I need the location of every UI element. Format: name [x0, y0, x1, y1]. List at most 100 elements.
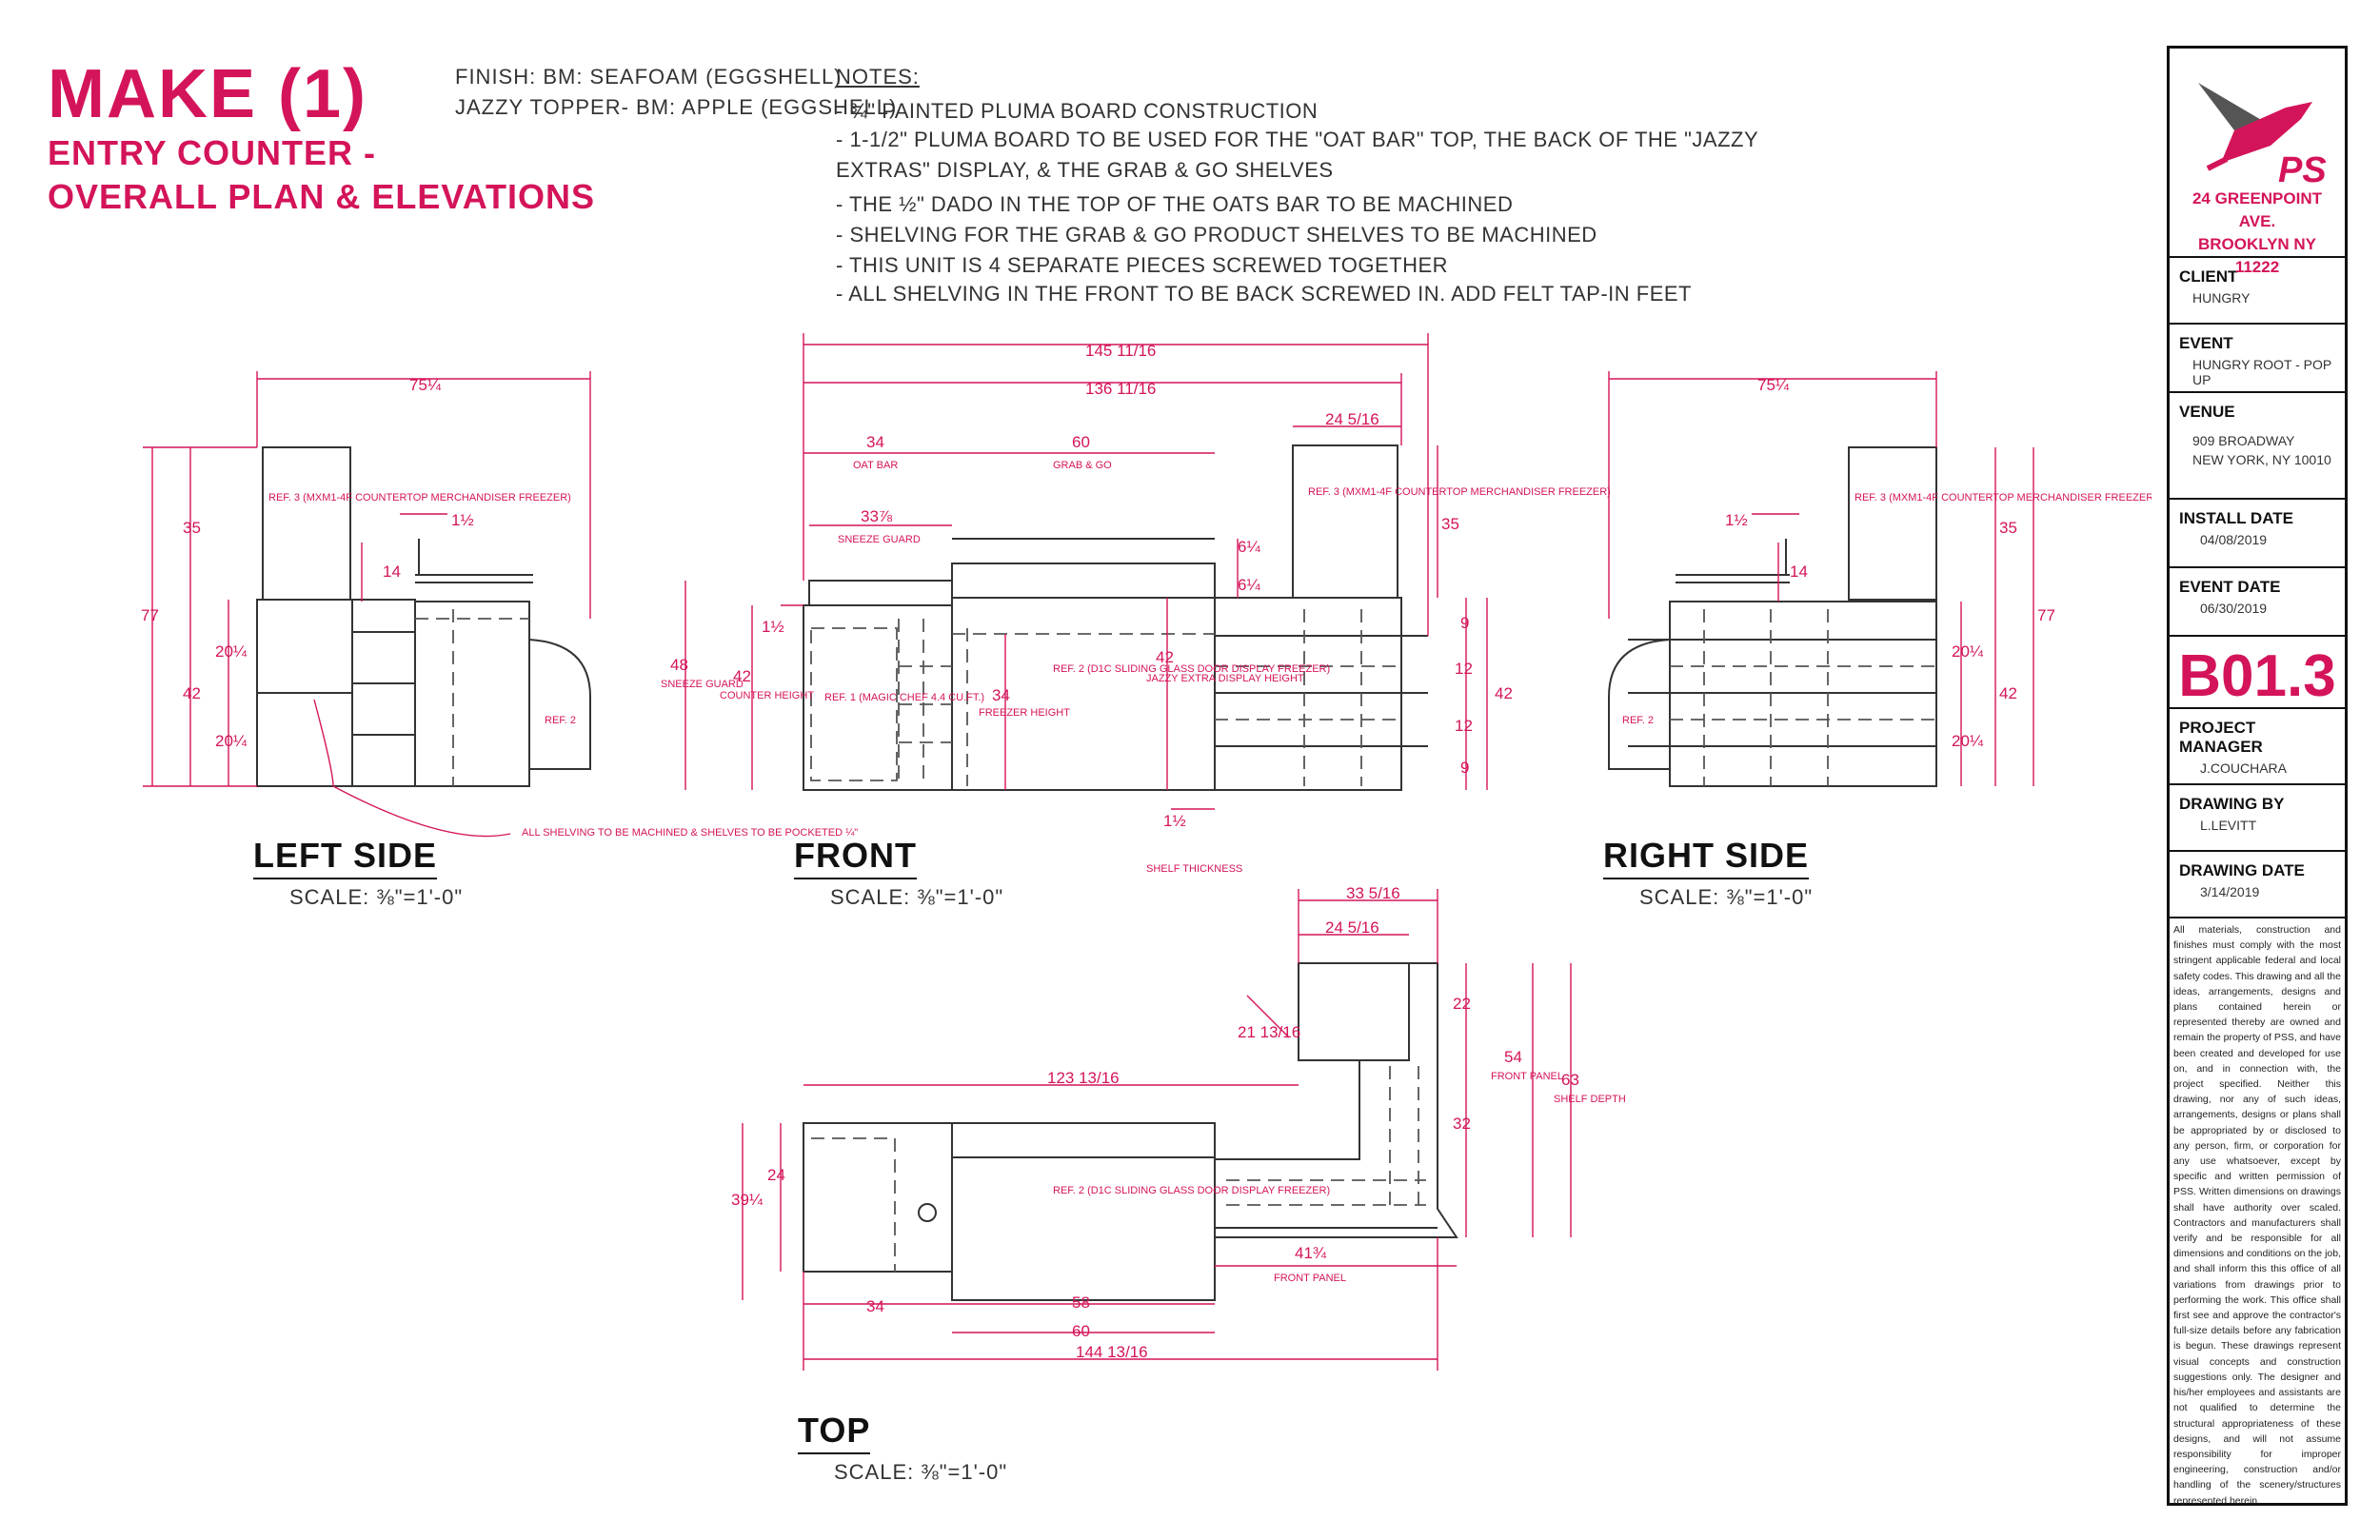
dim-front-35: 35 — [1441, 515, 1459, 533]
dim-left-35: 35 — [183, 519, 201, 537]
shelf-depth-label: SHELF DEPTH — [1554, 1094, 1626, 1105]
event-date-value: 06/30/2019 — [2200, 601, 2268, 616]
technical-drawing: .obj { fill:none; stroke:#333; stroke-wi… — [141, 333, 2152, 1371]
event-date-heading: EVENT DATE — [2179, 578, 2281, 596]
install-date-section: INSTALL DATE 04/08/2019 — [2170, 500, 2345, 568]
install-date-heading: INSTALL DATE — [2179, 509, 2293, 527]
sneeze-guard-label: SNEEZE GUARD — [838, 534, 921, 545]
left-side-elevation — [256, 446, 591, 838]
top-plan — [803, 962, 1458, 1301]
svg-text:PS: PS — [2278, 150, 2327, 188]
drawing-date-value: 3/14/2019 — [2200, 884, 2260, 899]
dim-top-58: 58 — [1072, 1293, 1090, 1312]
dim-front-6b: 6¼ — [1238, 576, 1260, 594]
dim-front-42j: 42 — [1156, 648, 1174, 666]
dim-right-14: 14 — [1790, 563, 1808, 581]
dim-front-136: 136 11/16 — [1085, 380, 1156, 398]
freezer-height-label: FREEZER HEIGHT — [979, 707, 1070, 719]
drawing-subtitle-2: OVERALL PLAN & ELEVATIONS — [48, 177, 596, 216]
front-elevation — [803, 444, 1428, 791]
client-heading: CLIENT — [2179, 267, 2238, 286]
shelf-thickness-label: SHELF THICKNESS — [1146, 863, 1242, 875]
bird-logo-icon: PS — [2198, 83, 2327, 188]
install-date-value: 04/08/2019 — [2200, 532, 2268, 547]
venue-section: VENUE 909 BROADWAY NEW YORK, NY 10010 — [2170, 393, 2345, 500]
dim-front-12b: 12 — [1455, 717, 1473, 735]
counter-height-label: COUNTER HEIGHT — [720, 690, 814, 701]
dim-left-20a: 20¼ — [215, 642, 248, 661]
ref2-left: REF. 2 — [545, 715, 576, 726]
dim-top-39: 39¼ — [731, 1191, 764, 1209]
scale-top: SCALE: ⅜"=1'-0" — [834, 1460, 1008, 1484]
freezer-outline-right — [1848, 446, 1937, 601]
oat-bar-top — [803, 1122, 953, 1273]
disclaimer-text: All materials, construction and finishes… — [2173, 924, 2341, 1507]
dim-top-22: 22 — [1453, 995, 1471, 1013]
dim-top-21: 21 13/16 — [1238, 1023, 1300, 1041]
drawing-number: B01.3 — [2170, 637, 2345, 709]
event-value: HUNGRY ROOT - POP UP — [2192, 357, 2331, 387]
dim-top-63: 63 — [1561, 1071, 1579, 1089]
note-item: - ALL SHELVING IN THE FRONT TO BE BACK S… — [836, 282, 1692, 306]
jazzy-extra-label: JAZZY EXTRA DISPLAY HEIGHT — [1146, 673, 1304, 684]
scale-left-side: SCALE: ⅜"=1'-0" — [289, 885, 464, 909]
address-line-2: BROOKLYN NY 11222 — [2197, 235, 2317, 276]
dim-front-42r: 42 — [1495, 684, 1513, 702]
drawing-by-heading: DRAWING BY — [2179, 795, 2285, 813]
note-item: - ¾" PAINTED PLUMA BOARD CONSTRUCTION — [836, 99, 1319, 123]
dim-front-24: 24 5/16 — [1325, 410, 1379, 428]
drawing-title: MAKE (1) — [48, 56, 367, 132]
dim-left-14: 14 — [383, 563, 401, 581]
ref3-left: REF. 3 (MXM1-4F COUNTERTOP MERCHANDISER … — [268, 492, 571, 503]
note-item: - 1-1/2" PLUMA BOARD TO BE USED FOR THE … — [836, 128, 1759, 151]
dim-left-20b: 20¼ — [215, 732, 248, 750]
dim-right-20b: 20¼ — [1952, 732, 1984, 750]
dim-top-33: 33 5/16 — [1346, 884, 1400, 902]
dim-right-1-5: 1½ — [1725, 511, 1748, 529]
event-heading: EVENT — [2179, 334, 2233, 352]
project-manager-value: J.COUCHARA — [2200, 760, 2288, 776]
title-block: PS 24 GREENPOINT AVE. BROOKLYN NY 11222 … — [2167, 46, 2348, 1507]
top-dimensions: 33 5/16 24 5/16 21 13/16 123 13/16 22 32… — [731, 884, 1626, 1371]
dim-front-6a: 6¼ — [1238, 538, 1260, 556]
note-item: - THE ½" DADO IN THE TOP OF THE OATS BAR… — [836, 192, 1514, 216]
scale-front: SCALE: ⅜"=1'-0" — [830, 885, 1004, 909]
front-panel-41-label: FRONT PANEL — [1274, 1273, 1346, 1284]
view-label-front: FRONT — [794, 836, 917, 879]
dim-front-1-5: 1½ — [762, 618, 784, 636]
note-item: EXTRAS" DISPLAY, & THE GRAB & GO SHELVES — [836, 158, 1334, 182]
scale-right-side: SCALE: ⅜"=1'-0" — [1639, 885, 1814, 909]
client-section: CLIENT HUNGRY — [2170, 258, 2345, 325]
ref3-front-label: REF. 3 (MXM1-4F COUNTERTOP MERCHANDISER … — [1308, 486, 1611, 498]
dim-top-24: 24 5/16 — [1325, 918, 1379, 937]
ref2-right: REF. 2 — [1622, 715, 1654, 726]
finish-line-2: JAZZY TOPPER- BM: APPLE (EGGSHELL) — [455, 95, 898, 119]
dim-front-9a: 9 — [1460, 614, 1469, 632]
dim-front-60: 60 — [1072, 433, 1090, 451]
shelving-note: ALL SHELVING TO BE MACHINED & SHELVES TO… — [522, 827, 858, 839]
dim-top-32: 32 — [1453, 1115, 1471, 1133]
sneeze-guard-48-label: SNEEZE GUARD — [661, 679, 744, 690]
view-label-left-side: LEFT SIDE — [253, 836, 438, 879]
left-side-dimensions: 75¼ 77 35 42 20¼ 20¼ 14 1½ REF. 3 (MXM1-… — [141, 371, 858, 839]
note-item: - SHELVING FOR THE GRAB & GO PRODUCT SHE… — [836, 223, 1597, 247]
dim-right-77: 77 — [2037, 606, 2055, 624]
dim-left-42: 42 — [183, 684, 201, 702]
freezer-outline — [262, 446, 351, 601]
ref2-top-label: REF. 2 (D1C SLIDING GLASS DOOR DISPLAY F… — [1053, 1185, 1330, 1196]
dim-front-42: 42 — [733, 667, 751, 685]
venue-line-1: 909 BROADWAY — [2192, 433, 2295, 448]
oat-bar-label: OAT BAR — [853, 460, 898, 471]
dim-right-width: 75¼ — [1757, 376, 1790, 394]
dim-front-48: 48 — [670, 656, 688, 674]
dim-right-42: 42 — [1999, 684, 2017, 702]
venue-line-2: NEW YORK, NY 10010 — [2192, 452, 2331, 467]
dim-front-12a: 12 — [1455, 660, 1473, 678]
project-manager-heading: PROJECT MANAGER — [2179, 719, 2263, 756]
dim-top-60: 60 — [1072, 1322, 1090, 1340]
dim-right-35: 35 — [1999, 519, 2017, 537]
dim-top-54: 54 — [1504, 1048, 1522, 1066]
dim-top-34: 34 — [866, 1297, 884, 1315]
dim-right-20a: 20¼ — [1952, 642, 1984, 661]
drawing-date-heading: DRAWING DATE — [2179, 861, 2305, 879]
